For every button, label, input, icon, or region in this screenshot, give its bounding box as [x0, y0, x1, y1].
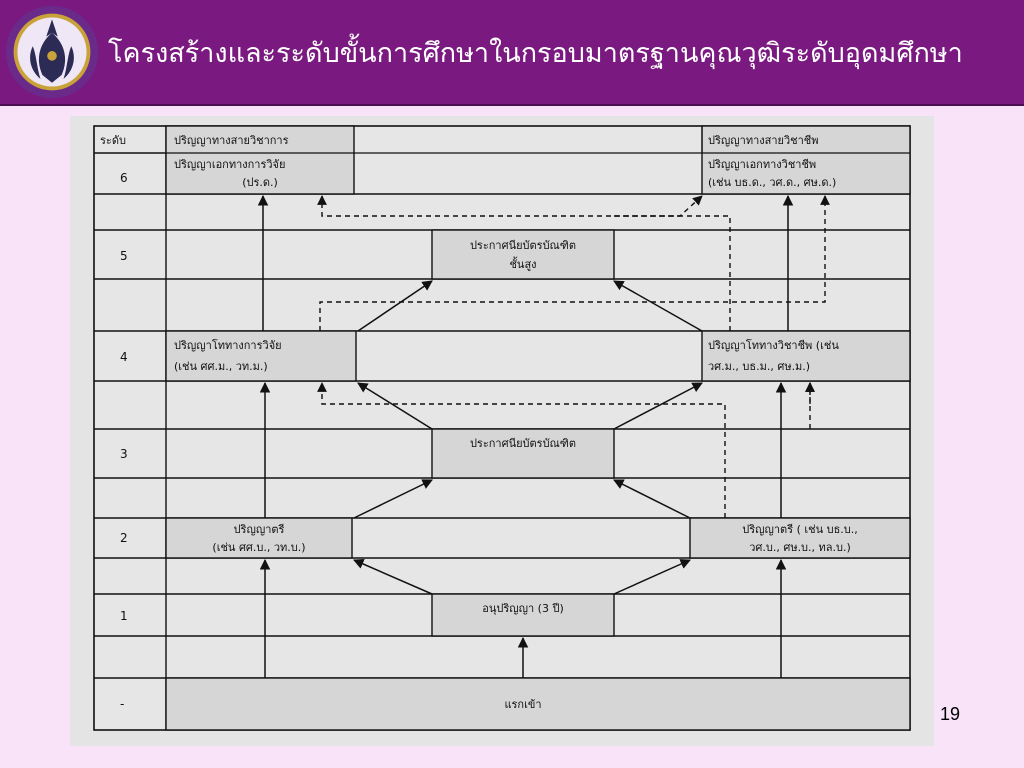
degree-boxes — [165, 125, 911, 731]
professional-track-header: ปริญญาทางสายวิชาชีพ — [708, 134, 818, 147]
page-number: 19 — [940, 704, 961, 724]
box-bachelor-academic — [165, 517, 353, 559]
box-entry — [165, 677, 911, 731]
bachelor-professional-line1: ปริญญาตรี ( เช่น บธ.บ., — [742, 523, 858, 536]
arrow-grad-diploma-to-master-right — [613, 382, 703, 430]
doctor-academic-line1: ปริญญาเอกทางการวิจัย — [174, 158, 285, 171]
university-seal-icon — [5, 5, 99, 99]
master-academic-line2: (เช่น ศศ.ม., วท.ม.) — [174, 360, 268, 373]
level-header: ระดับ — [100, 134, 126, 147]
associate-line1: อนุปริญญา (3 ปี) — [482, 602, 564, 615]
higher-grad-diploma-line2: ชั้นสูง — [509, 256, 536, 271]
box-master-academic — [165, 330, 357, 382]
level-3: 3 — [120, 447, 128, 461]
doctor-professional-line1: ปริญญาเอกทางวิชาชีพ — [708, 158, 816, 171]
slide-title: โครงสร้างและระดับขั้นการศึกษาในกรอบมาตรฐ… — [108, 38, 963, 69]
level-5: 5 — [120, 249, 128, 263]
box-higher-grad-diploma — [431, 229, 615, 280]
bachelor-academic-line2: (เช่น ศศ.บ., วท.บ.) — [212, 541, 305, 554]
dashed-arrows — [317, 195, 830, 518]
master-professional-line1: ปริญญาโททางวิชาชีพ (เช่น — [708, 338, 839, 352]
grad-diploma-line1: ประกาศนียบัตรบัณฑิต — [470, 437, 576, 450]
master-professional-line2: วศ.ม., บธ.ม., ศษ.ม.) — [708, 360, 810, 373]
arrow-master-to-higher-diploma-right — [613, 280, 703, 332]
dashed-higher-diploma-to-doctor-prof — [614, 195, 703, 217]
arrow-grad-diploma-to-master-left — [357, 382, 433, 430]
arrow-associate-to-bachelor-left — [353, 558, 433, 595]
dashed-bachelor-prof-to-doctor-academic — [317, 195, 731, 331]
education-levels-diagram: ระดับ 6 5 4 3 2 1 - ปริญญาทางสายวิชาการ … — [93, 125, 911, 731]
bachelor-professional-line2: วศ.บ., ศษ.บ., ทล.บ.) — [749, 541, 851, 554]
arrow-bachelor-to-grad-diploma-right — [613, 479, 691, 519]
academic-track-header: ปริญญาทางสายวิชาการ — [174, 134, 289, 147]
diagram-scan: ระดับ 6 5 4 3 2 1 - ปริญญาทางสายวิชาการ … — [70, 116, 934, 746]
entry-line1: แรกเข้า — [504, 698, 541, 711]
level-1: 1 — [120, 609, 128, 623]
higher-grad-diploma-line1: ประกาศนียบัตรบัณฑิต — [470, 239, 576, 252]
level-entry: - — [120, 697, 124, 711]
doctor-professional-line2: (เช่น บธ.ด., วศ.ด., ศษ.ด.) — [708, 176, 836, 189]
master-academic-line1: ปริญญาโททางการวิจัย — [174, 338, 282, 352]
box-doctor-academic — [165, 125, 355, 195]
box-grad-diploma — [431, 428, 615, 479]
arrow-bachelor-to-grad-diploma-left — [353, 479, 433, 519]
doctor-academic-line2: (ปร.ด.) — [242, 176, 278, 189]
level-4: 4 — [120, 350, 128, 364]
slide-header: โครงสร้างและระดับขั้นการศึกษาในกรอบมาตรฐ… — [0, 0, 1024, 106]
arrow-master-to-higher-diploma-left — [357, 280, 433, 332]
level-2: 2 — [120, 531, 128, 545]
bachelor-academic-line1: ปริญญาตรี — [234, 523, 285, 536]
box-bachelor-professional — [689, 517, 911, 559]
dashed-master-to-doctor-prof — [319, 195, 830, 331]
box-associate — [431, 593, 615, 637]
box-master-professional — [701, 330, 911, 382]
dashed-bachelor-prof-to-master-academic — [317, 382, 726, 518]
arrow-associate-to-bachelor-right — [613, 559, 691, 595]
box-doctor-professional — [701, 125, 911, 195]
solid-arrows — [257, 194, 794, 678]
level-6: 6 — [120, 171, 128, 185]
